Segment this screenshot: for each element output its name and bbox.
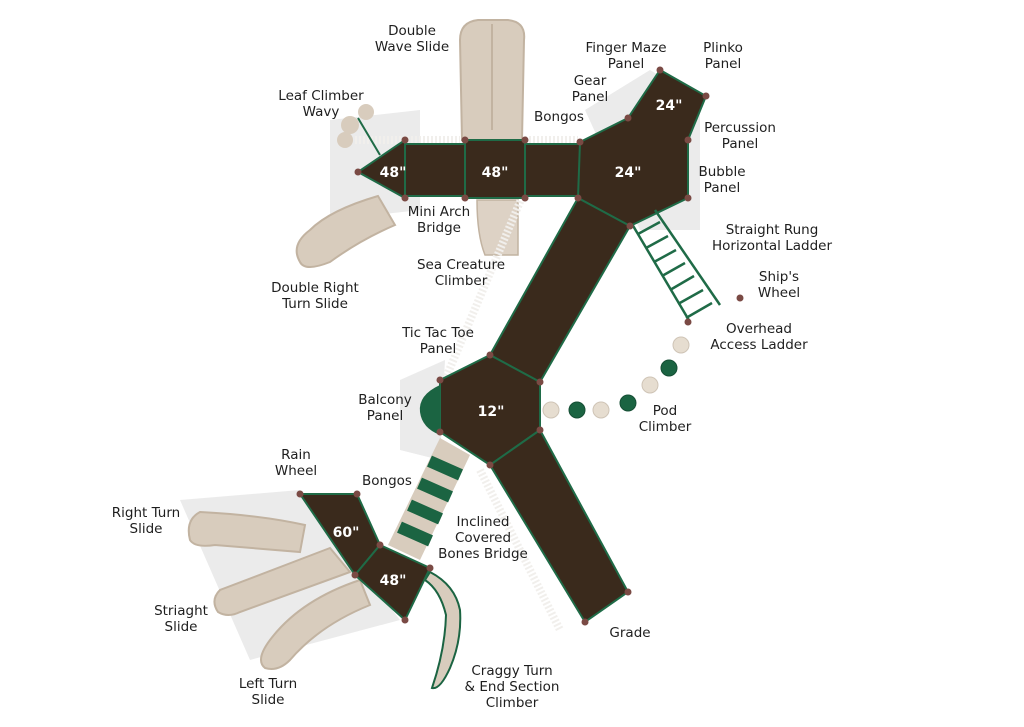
post xyxy=(626,222,634,230)
deck-height-label: 48" xyxy=(482,165,509,181)
craggy-climber-shape xyxy=(423,570,462,690)
post xyxy=(426,564,434,572)
pod-climber-pods xyxy=(542,336,690,419)
deck-height-labels: 48" 48" 24" 24" 12" 60" 48" xyxy=(333,98,683,589)
posts xyxy=(296,66,744,626)
sea-creature-climber-shape xyxy=(476,199,519,256)
label-bongos-bottom: Bongos xyxy=(362,473,412,489)
horizontal-ladder-shape xyxy=(630,209,722,323)
post xyxy=(296,490,304,498)
balcony-panel-shape xyxy=(419,385,440,435)
post xyxy=(702,92,710,100)
post xyxy=(684,136,692,144)
label-grade: Grade xyxy=(609,625,651,641)
post xyxy=(461,136,469,144)
pod xyxy=(619,394,637,412)
deck-height-label: 24" xyxy=(615,165,642,181)
pod xyxy=(641,376,659,394)
post xyxy=(574,194,582,202)
post xyxy=(536,378,544,386)
deck-height-label: 48" xyxy=(380,573,407,589)
post xyxy=(624,588,632,596)
label-bongos-top: Bongos xyxy=(534,109,584,125)
left-turn-slide-shape xyxy=(260,578,372,670)
post xyxy=(351,571,359,579)
pod xyxy=(542,401,560,419)
deck-height-label: 60" xyxy=(333,525,360,541)
post xyxy=(486,461,494,469)
post xyxy=(536,426,544,434)
straight-slide-shape xyxy=(213,546,352,616)
right-turn-slide-shape xyxy=(187,510,307,554)
post xyxy=(401,194,409,202)
double-right-turn-slide-shape xyxy=(295,194,397,268)
post xyxy=(376,541,384,549)
deck-height-label: 48" xyxy=(380,165,407,181)
decks xyxy=(298,68,708,624)
post xyxy=(521,194,529,202)
post xyxy=(486,351,494,359)
post xyxy=(736,294,744,302)
post xyxy=(436,376,444,384)
bones-bridge xyxy=(388,438,470,560)
post xyxy=(684,194,692,202)
leaf-climber-shape xyxy=(337,104,381,156)
deck-height-label: 24" xyxy=(656,98,683,114)
post xyxy=(401,616,409,624)
post xyxy=(576,138,584,146)
deck-height-label: 12" xyxy=(478,404,505,420)
post xyxy=(656,66,664,74)
post xyxy=(581,618,589,626)
pod xyxy=(672,336,690,354)
post xyxy=(461,194,469,202)
pod xyxy=(568,401,586,419)
post xyxy=(624,114,632,122)
post xyxy=(353,490,361,498)
post xyxy=(401,136,409,144)
pod xyxy=(592,401,610,419)
deck-bridge-left xyxy=(404,143,466,197)
slides xyxy=(187,19,526,690)
post xyxy=(684,318,692,326)
post xyxy=(521,136,529,144)
deck-bridge-right xyxy=(524,143,581,197)
post xyxy=(436,428,444,436)
post xyxy=(354,168,362,176)
pod xyxy=(660,359,678,377)
